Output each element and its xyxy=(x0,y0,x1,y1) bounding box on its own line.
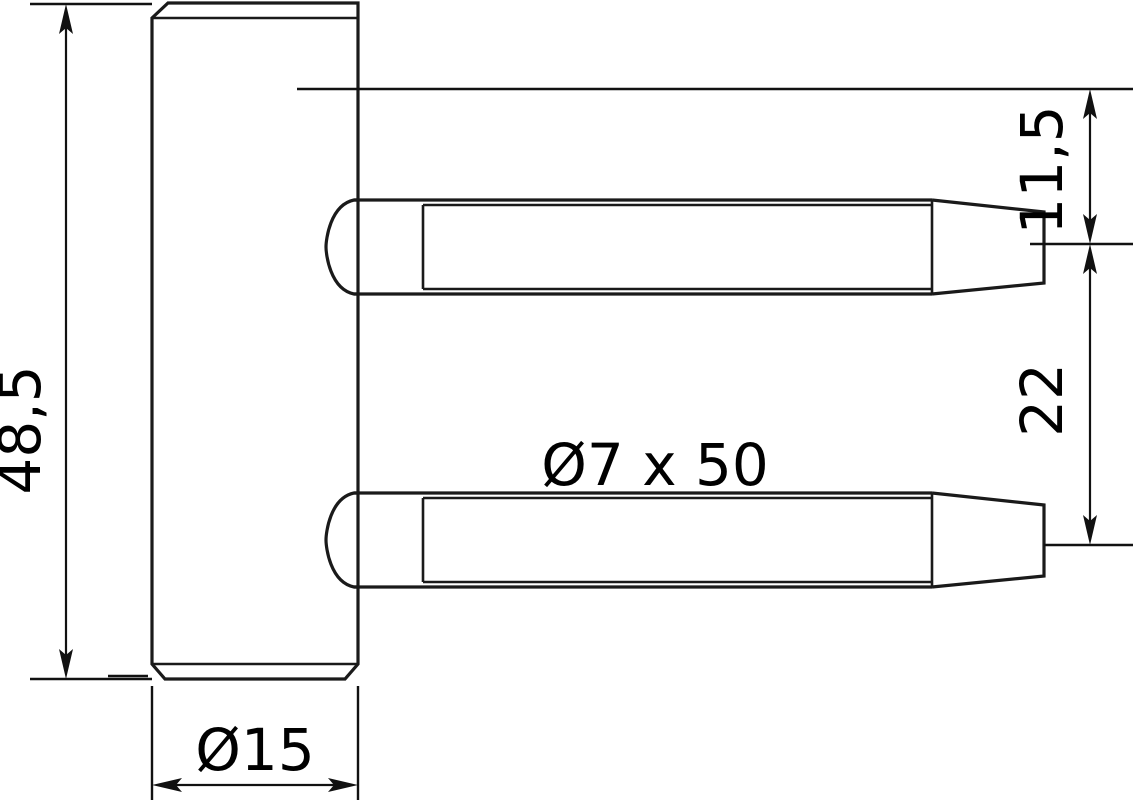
dimension-plate-diameter: Ø15 xyxy=(152,716,358,792)
upper-pin-rounded-head xyxy=(324,198,358,296)
dim-d15-arrow-left xyxy=(152,778,182,792)
lower-pin-inner-shaft xyxy=(421,496,932,584)
dim-22-arrow-top xyxy=(1083,244,1097,274)
callout-pin-spec: Ø7 x 50 xyxy=(541,431,769,499)
upper-pin-inner-shaft xyxy=(421,203,932,291)
lower-pin-rounded-head xyxy=(324,491,358,589)
dim-11-5-label: 11,5 xyxy=(1008,105,1076,234)
dim-22-label: 22 xyxy=(1008,363,1076,437)
dim-11-5-arrow-top xyxy=(1083,89,1097,119)
dimension-top-offset: 11,5 xyxy=(1008,89,1097,244)
dimension-overall-height: 48,5 xyxy=(0,4,73,679)
dimension-pin-spacing: 22 xyxy=(1008,244,1097,545)
lower-pin xyxy=(324,491,1046,589)
dim-48-5-label: 48,5 xyxy=(0,365,54,494)
dim-48-5-arrow-bottom xyxy=(59,649,73,679)
body-plate xyxy=(150,1,360,681)
upper-pin-taper xyxy=(931,198,1046,296)
dim-d15-arrow-right xyxy=(328,778,358,792)
dim-22-arrow-bottom xyxy=(1083,515,1097,545)
callout-pin-spec-label: Ø7 x 50 xyxy=(541,431,769,499)
upper-pin xyxy=(324,198,1046,296)
dim-11-5-arrow-bottom xyxy=(1083,214,1097,244)
dim-d15-label: Ø15 xyxy=(195,716,314,784)
body-plate-outline xyxy=(150,1,360,681)
lower-pin-taper xyxy=(931,491,1046,589)
dim-48-5-arrow-top xyxy=(59,4,73,34)
